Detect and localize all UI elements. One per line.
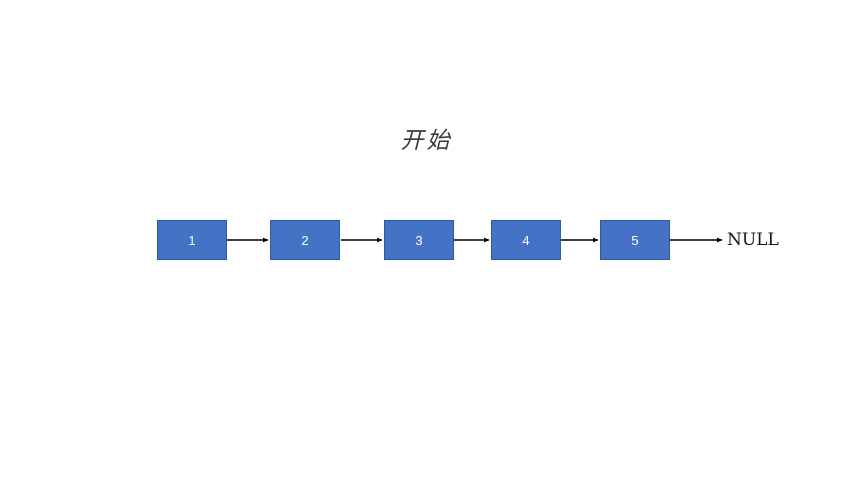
list-node-3[interactable]: 3 (384, 220, 454, 260)
list-node-label: 3 (415, 232, 423, 248)
list-node-4[interactable]: 4 (491, 220, 561, 260)
list-node-label: 4 (522, 232, 530, 248)
list-node-label: 1 (188, 232, 196, 248)
list-node-2[interactable]: 2 (270, 220, 340, 260)
list-node-label: 2 (301, 232, 309, 248)
list-node-1[interactable]: 1 (157, 220, 227, 260)
list-node-label: 5 (631, 232, 639, 248)
list-node-5[interactable]: 5 (600, 220, 670, 260)
null-terminator-label: NULL (727, 230, 779, 250)
diagram-title: 开始 (400, 128, 453, 154)
